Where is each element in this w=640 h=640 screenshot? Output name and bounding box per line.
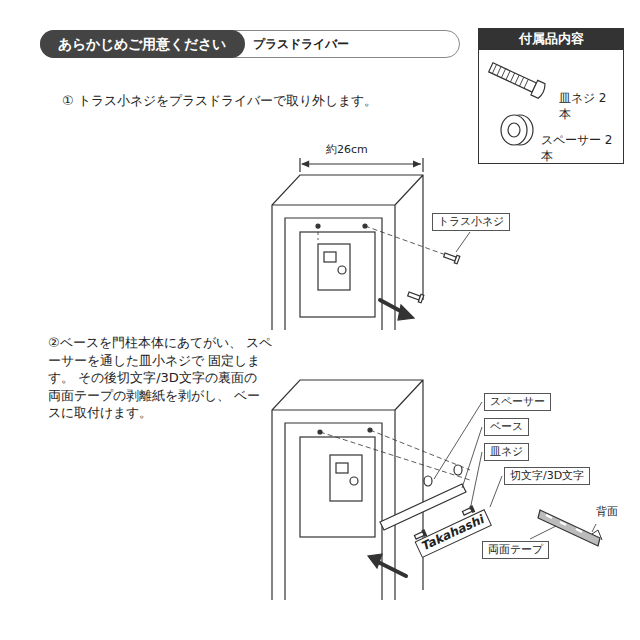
label-text: 皿ネジ 2本: [559, 91, 617, 122]
label-text: あらかじめご用意ください: [40, 35, 245, 53]
note: 背面: [596, 505, 636, 520]
part-label: 両面テープ: [482, 541, 549, 559]
label-text: スペーサー 2本: [541, 133, 619, 164]
dimension: 約26cm: [326, 143, 396, 158]
label-text: 付属品内容: [478, 31, 624, 48]
label-text: ベース: [490, 420, 523, 434]
panel-box: 付属品内容: [478, 28, 624, 50]
note: ① トラス小ネジをプラスドライバーで取り外します。: [62, 92, 482, 110]
part-label: トラス小ネジ: [432, 213, 510, 231]
panel-box: 皿ネジ 2本スペーサー 2本 付属品内容: [478, 28, 624, 164]
label-text: スペーサー: [490, 395, 545, 409]
panel-box: プラスドライバーあらかじめご用意ください: [40, 30, 460, 58]
label-text: プラスドライバー: [253, 37, 349, 53]
part-label: 切文字/3D文字: [504, 467, 590, 485]
label-text: トラス小ネジ: [438, 215, 504, 229]
panel-box: あらかじめご用意ください: [40, 30, 245, 58]
label-text: 切文字/3D文字: [510, 469, 584, 483]
note: ②ベースを門柱本体にあてがい、 スペーサーを通した皿小ネジで 固定します。 その…: [48, 334, 273, 422]
part-label: 皿ネジ: [484, 443, 529, 461]
label-text: Takahashi: [420, 512, 488, 555]
label-text: 両面テープ: [488, 543, 543, 557]
label-text: 皿ネジ: [490, 445, 523, 459]
part-label: スペーサー: [484, 393, 551, 411]
part-label: ベース: [484, 418, 529, 436]
